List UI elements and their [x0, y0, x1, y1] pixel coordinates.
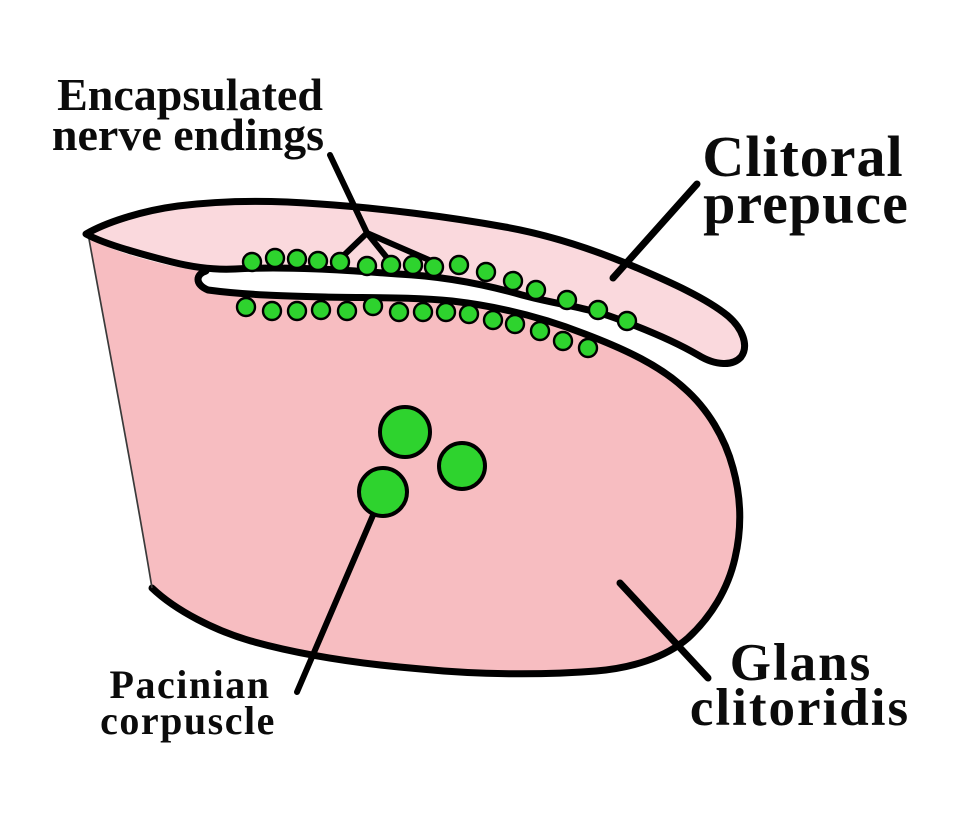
nerve-ending-dot	[504, 313, 526, 335]
clitoral-prepuce-label-line1: Clitoral	[702, 124, 903, 189]
glans-cut-edge-line	[88, 238, 153, 589]
glans-clitoridis-outline	[148, 267, 744, 678]
nerve-ending-dot	[423, 256, 445, 278]
nerve-endings-lower-row	[235, 295, 599, 359]
nerve-ending-dot	[362, 295, 384, 317]
glans-clitoridis-label-line2: clitoridis	[690, 679, 910, 737]
nerve-ending-dot	[356, 255, 378, 277]
nerve-ending-dot	[552, 330, 574, 352]
nerve-ending-dot	[616, 310, 638, 332]
pacinian-corpuscle-leader-line	[294, 489, 386, 695]
clitoral-prepuce-shape	[82, 197, 748, 367]
encapsulated-nerve-endings-label-line1: Encapsulated	[57, 69, 323, 120]
nerve-ending-dot	[261, 300, 283, 322]
nerve-ending-dot	[577, 337, 599, 359]
nerve-ending-dot	[529, 320, 551, 342]
nerve-ending-dot	[587, 299, 609, 321]
nerve-ending-dot	[310, 299, 332, 321]
nerve-ending-dot	[380, 254, 402, 276]
pacinian-corpuscle-circle	[378, 405, 432, 459]
nerve-endings-upper-row	[241, 247, 638, 332]
glans-clitoridis-leader-line	[616, 579, 712, 682]
nerve-ending-dot	[475, 261, 497, 283]
nerve-ending-dot	[412, 301, 434, 323]
nerve-ending-dot	[235, 296, 257, 318]
nerve-ending-dot	[264, 247, 286, 269]
nerve-ending-dot	[241, 251, 263, 273]
nerve-ending-dot	[286, 300, 308, 322]
nerve-ending-dot	[329, 251, 351, 273]
nerve-ending-dot	[388, 301, 410, 323]
nerve-ending-dot	[336, 300, 358, 322]
clitoral-prepuce-label-line2: prepuce	[703, 171, 909, 236]
nerve-ending-dot	[286, 248, 308, 270]
nerve-ending-dot	[482, 309, 504, 331]
pacinian-corpuscle-label-line1: Pacinian	[110, 662, 271, 707]
nerve-ending-dot	[435, 301, 457, 323]
nerve-ending-dot	[448, 254, 470, 276]
nerve-ending-dot	[307, 250, 329, 272]
pacinian-corpuscle-circle	[437, 441, 487, 491]
nerve-ending-dot	[556, 289, 578, 311]
clitoral-prepuce-leader-line	[609, 180, 701, 282]
pacinian-corpuscle-label-line2: corpuscle	[100, 698, 276, 743]
pacinian-corpuscle-circle	[357, 466, 409, 518]
nerve-ending-dot	[525, 279, 547, 301]
pacinian-corpuscles	[357, 405, 487, 518]
glans-clitoridis-label-line1: Glans	[730, 634, 873, 692]
encapsulated-nerve-endings-label-line2: nerve endings	[52, 109, 324, 160]
nerve-ending-dot	[402, 254, 424, 276]
nerve-ending-dot	[502, 270, 524, 292]
nerve-ending-dot	[458, 303, 480, 325]
